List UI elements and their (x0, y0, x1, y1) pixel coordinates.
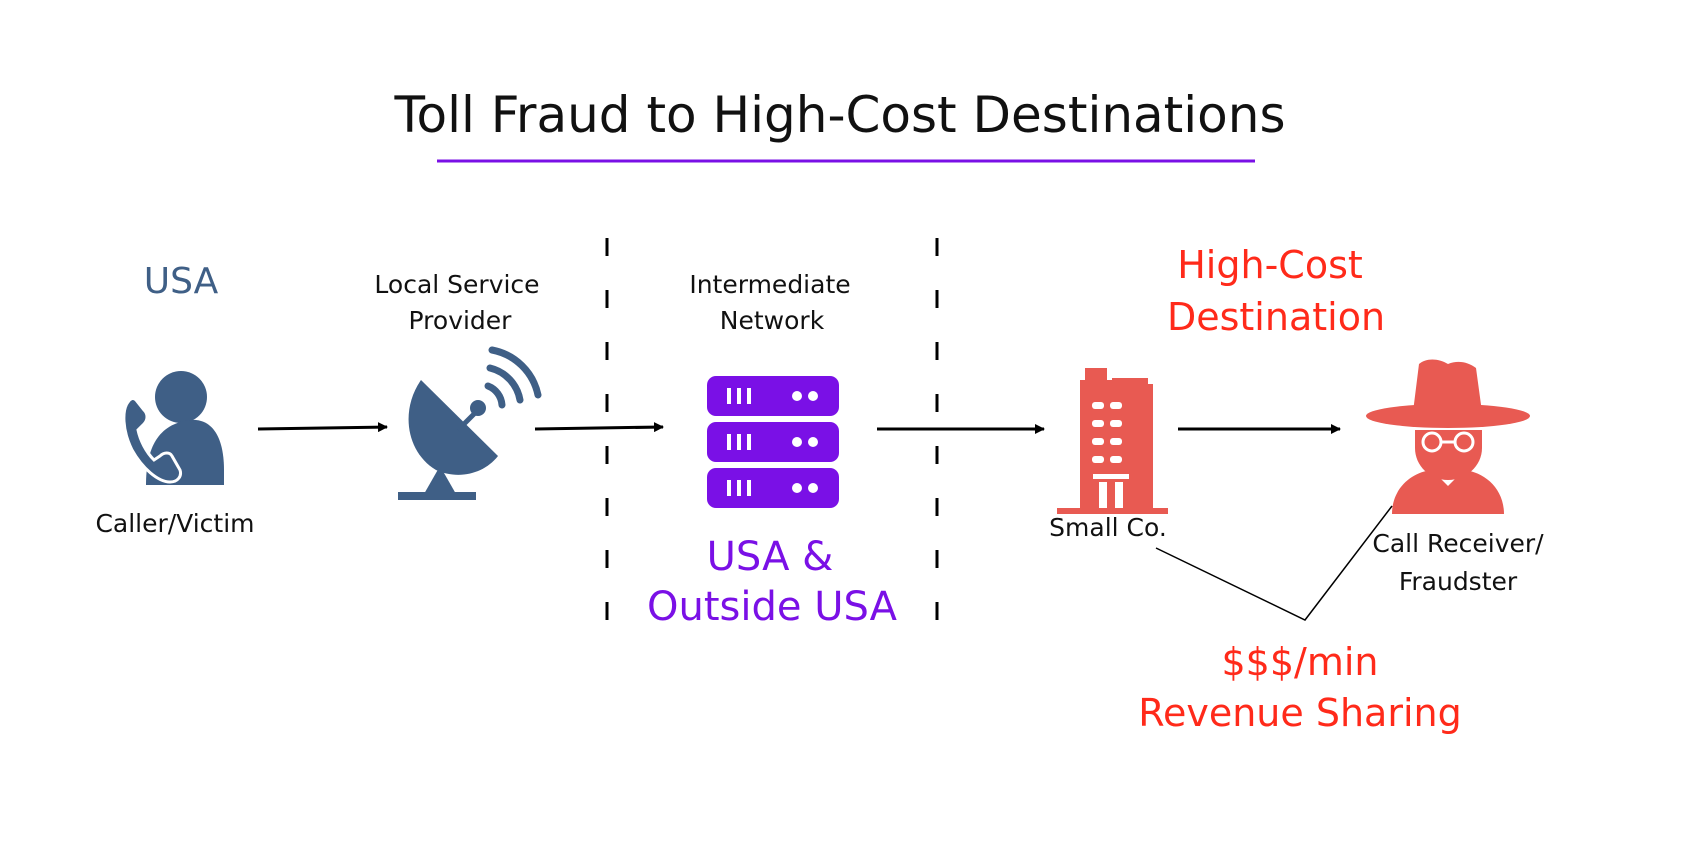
provider-label-line1: Local Service (374, 270, 539, 299)
building-icon (1057, 368, 1168, 514)
page-title: Toll Fraud to High-Cost Destinations (393, 86, 1285, 144)
caller-label: Caller/Victim (95, 509, 254, 538)
fraudster-label-line1: Call Receiver/ (1372, 529, 1544, 558)
region-usa-outside-line1: USA & (707, 534, 834, 580)
fraudster-icon (1366, 359, 1530, 514)
high-cost-line1: High-Cost (1177, 243, 1363, 287)
high-cost-line2: Destination (1167, 295, 1385, 339)
region-usa-label: USA (144, 261, 219, 302)
satellite-dish-icon (398, 346, 542, 500)
region-usa-outside-line2: Outside USA (647, 584, 898, 630)
arrow-caller-to-provider (257, 422, 388, 433)
provider-label-line2: Provider (409, 306, 513, 335)
server-icon (707, 376, 839, 508)
revenue-line2: Revenue Sharing (1138, 691, 1461, 735)
arrow-provider-to-network (534, 422, 664, 433)
revenue-line1: $$$/min (1222, 640, 1379, 684)
revenue-connector (1155, 505, 1393, 621)
network-label-line1: Intermediate (689, 270, 850, 299)
fraudster-label-line2: Fraudster (1399, 567, 1518, 596)
company-label: Small Co. (1049, 513, 1167, 542)
network-label-line2: Network (720, 306, 825, 335)
caller-icon (122, 371, 224, 485)
